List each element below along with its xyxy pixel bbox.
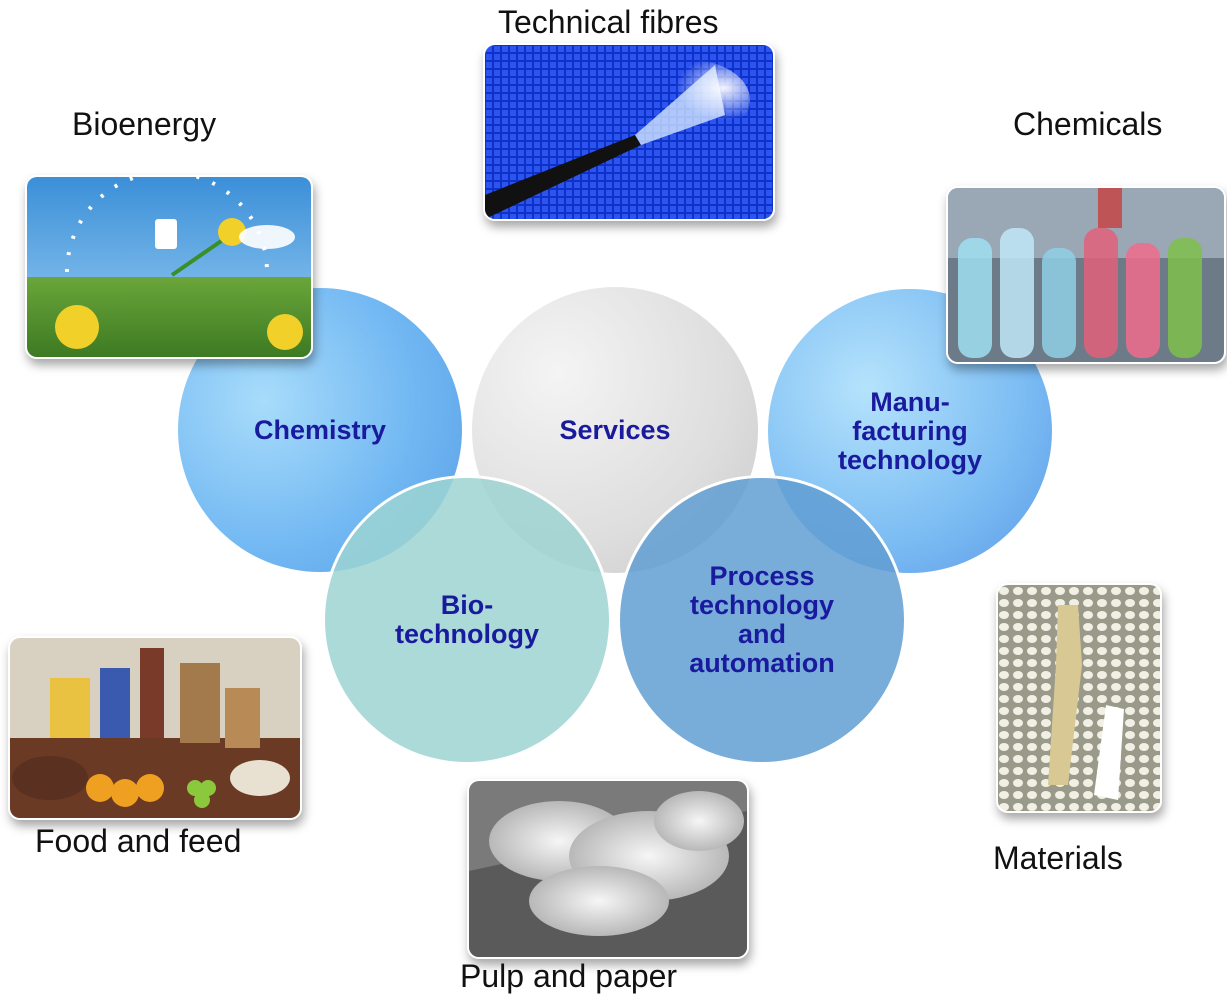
chemicals-image bbox=[946, 186, 1226, 364]
food-and-feed-image bbox=[8, 636, 302, 820]
manufacturing-label: Manu- facturing technology bbox=[837, 386, 982, 475]
services-label: Services bbox=[559, 414, 671, 445]
process-label: Process technology and automation bbox=[689, 561, 835, 678]
chemicals-label: Chemicals bbox=[1013, 106, 1163, 142]
materials-image bbox=[996, 583, 1162, 813]
pulp-and-paper-image bbox=[467, 779, 749, 959]
technical-fibres-label: Technical fibres bbox=[498, 4, 719, 40]
chemistry-label: Chemistry bbox=[253, 414, 387, 445]
food-and-feed-label: Food and feed bbox=[35, 823, 242, 859]
pulp-and-paper-label: Pulp and paper bbox=[460, 958, 678, 994]
process-circle: Process technology and automation bbox=[620, 478, 904, 762]
bioenergy-image bbox=[25, 175, 313, 359]
biotechnology-label: Bio- technology bbox=[394, 590, 539, 649]
technical-fibres-image bbox=[483, 43, 775, 221]
manufacturing-circle: Manu- facturing technology bbox=[768, 289, 1052, 573]
materials-label: Materials bbox=[993, 840, 1123, 876]
biotechnology-circle: Bio- technology bbox=[325, 478, 609, 762]
bioenergy-label: Bioenergy bbox=[72, 106, 217, 142]
